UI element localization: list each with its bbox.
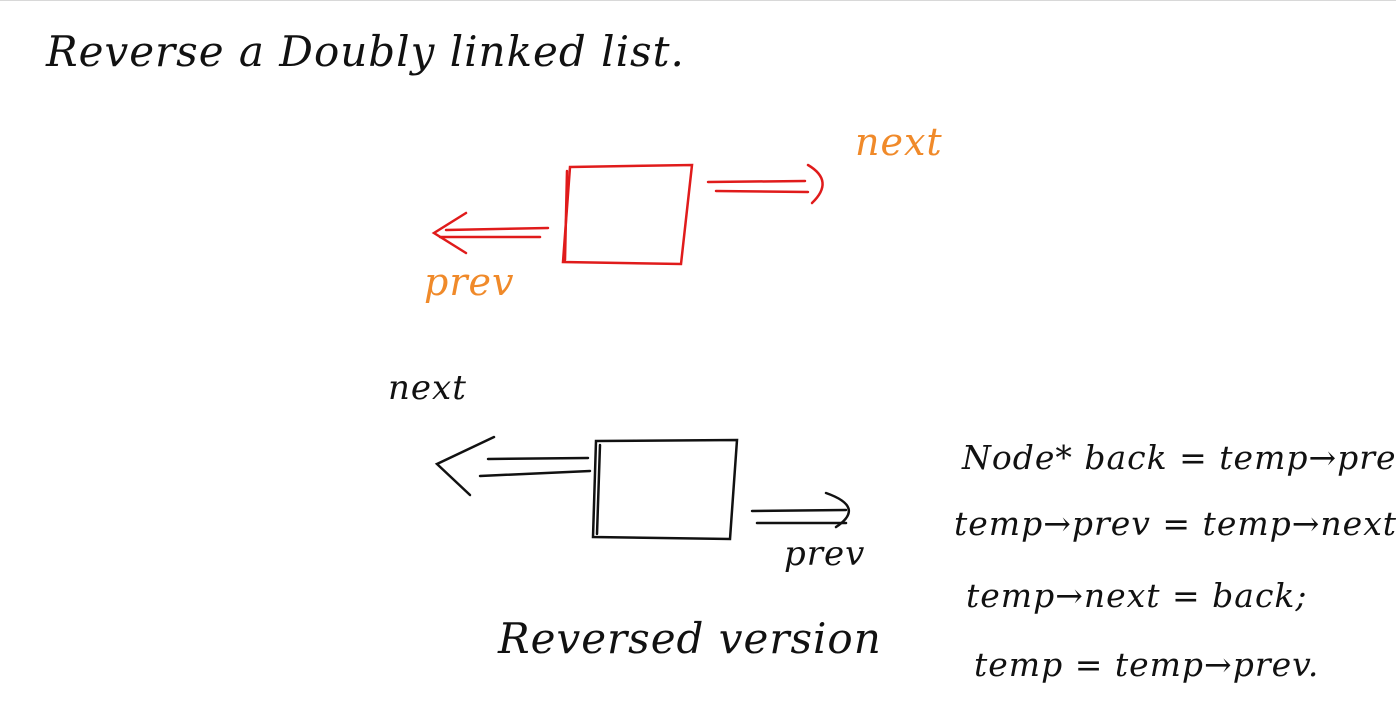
- reversed-prev-label: prev: [784, 534, 866, 574]
- original-node-box: [561, 163, 694, 266]
- reversed-caption: Reversed version: [498, 614, 882, 663]
- reversed-node-box: [591, 438, 739, 541]
- reversed-next-label: next: [388, 368, 467, 408]
- page-title: Reverse a Doubly linked list.: [46, 27, 685, 76]
- original-prev-arrow: [431, 211, 550, 255]
- code-line: temp→next = back;: [966, 576, 1308, 615]
- code-line: Node* back = temp→prev: [962, 438, 1396, 477]
- original-prev-label: prev: [424, 260, 515, 304]
- code-line: temp→prev = temp→next: [954, 504, 1396, 543]
- original-next-label: next: [855, 120, 943, 164]
- code-line: temp = temp→prev.: [974, 645, 1320, 684]
- reversed-next-arrow: [434, 435, 592, 497]
- reversed-prev-arrow: [750, 491, 851, 529]
- original-next-arrow: [706, 163, 824, 205]
